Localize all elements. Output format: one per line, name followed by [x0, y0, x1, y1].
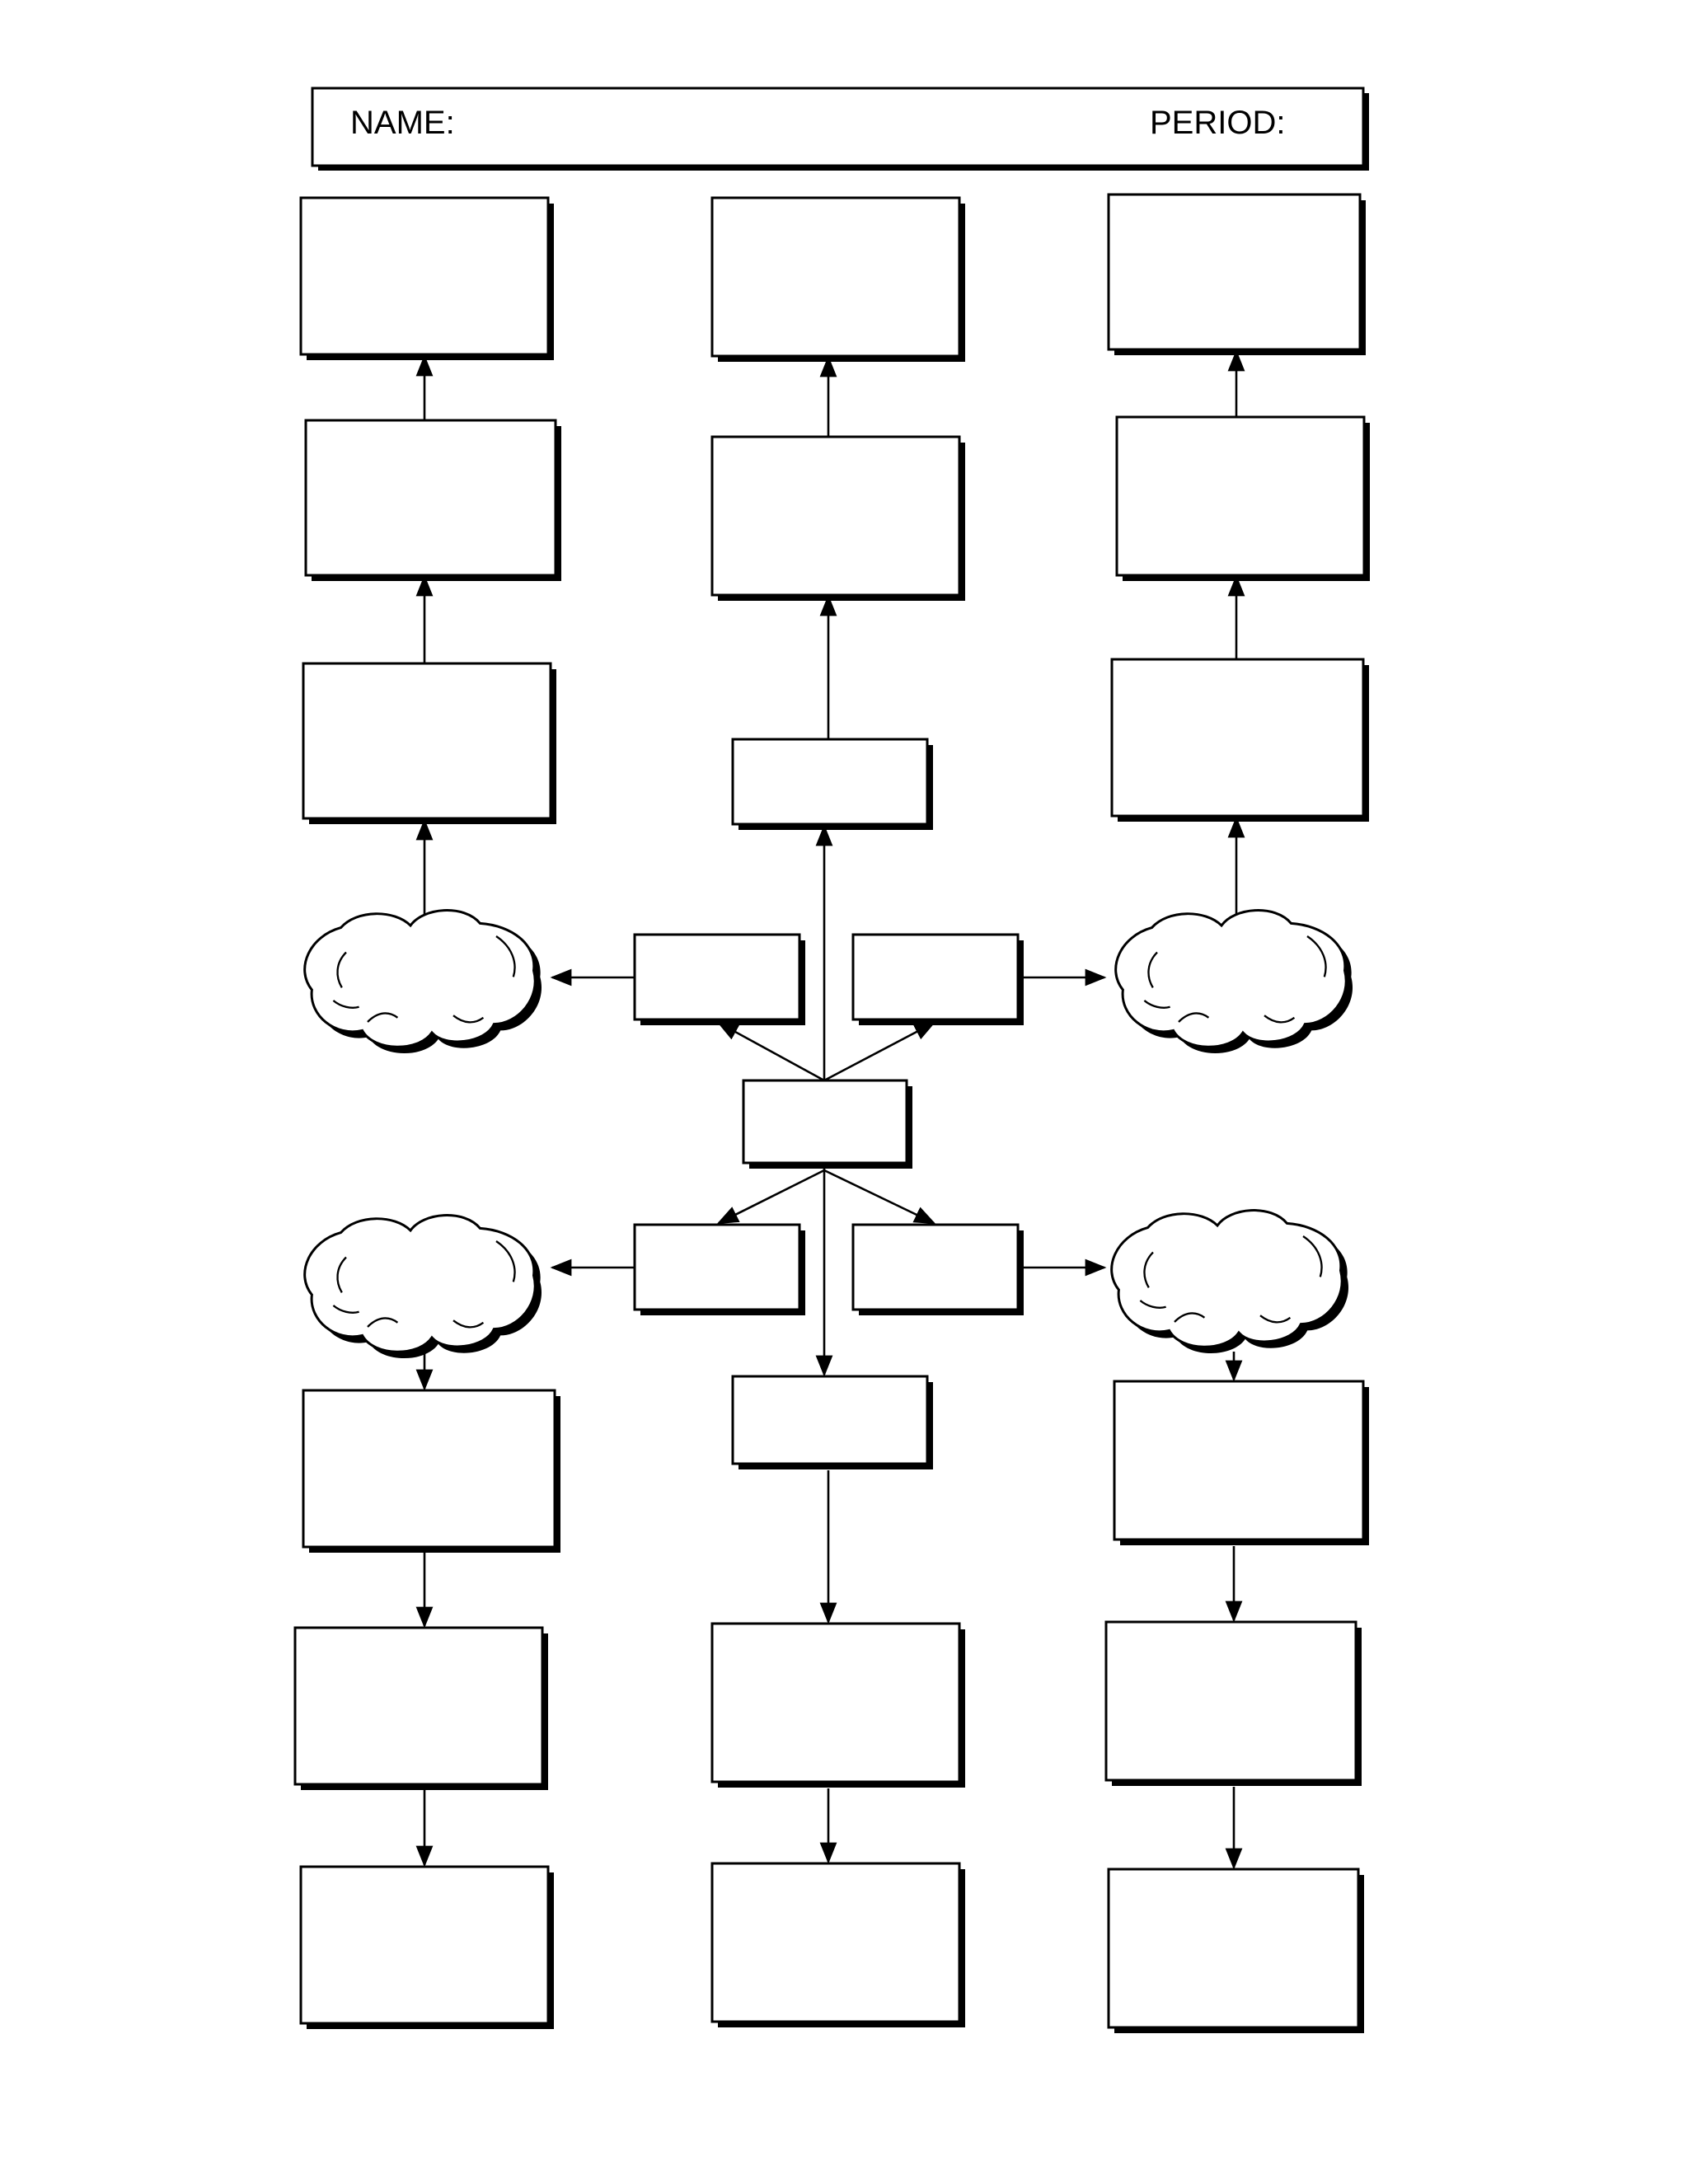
cloud-lower-left[interactable] — [303, 1214, 542, 1359]
arrow-hub-to-ml-upper — [716, 1021, 825, 1082]
arrow-hub-to-mr-lower — [823, 1169, 936, 1225]
box-top-right-2[interactable] — [1115, 415, 1370, 581]
box-bottom-right-2[interactable] — [1104, 1620, 1362, 1786]
box-bottom-center-2[interactable] — [710, 1622, 965, 1788]
box-bottom-left-2[interactable] — [293, 1626, 548, 1790]
box-top-right-1[interactable] — [1107, 193, 1366, 355]
box-mid-left-upper[interactable] — [633, 933, 805, 1025]
box-bottom-right-1[interactable] — [1113, 1380, 1369, 1545]
arrow-hub-to-mr-upper — [823, 1021, 936, 1082]
name-label: NAME: — [350, 105, 455, 141]
box-center-lower[interactable] — [731, 1375, 933, 1469]
box-mid-right-upper[interactable] — [851, 933, 1024, 1025]
boxes — [293, 193, 1370, 2033]
box-bottom-left-1[interactable] — [302, 1389, 560, 1553]
box-bottom-left-3[interactable] — [299, 1865, 554, 2029]
box-top-center-1[interactable] — [710, 196, 965, 362]
box-top-right-3[interactable] — [1110, 658, 1369, 822]
box-mid-right-lower[interactable] — [851, 1223, 1024, 1315]
cloud-upper-left[interactable] — [303, 909, 542, 1054]
clouds — [303, 909, 1353, 1359]
arrow-hub-to-ml-lower — [716, 1169, 825, 1225]
box-center-upper[interactable] — [731, 738, 933, 830]
box-bottom-right-3[interactable] — [1107, 1868, 1364, 2033]
box-mid-left-lower[interactable] — [633, 1223, 805, 1315]
period-label: PERIOD: — [1150, 105, 1285, 141]
box-center-hub[interactable] — [742, 1079, 912, 1169]
cloud-lower-right[interactable] — [1110, 1209, 1349, 1354]
header-bar: NAME: PERIOD: — [311, 87, 1369, 171]
box-top-left-1[interactable] — [299, 196, 554, 360]
cloud-upper-right[interactable] — [1114, 909, 1353, 1054]
box-top-left-2[interactable] — [304, 419, 561, 581]
box-top-left-3[interactable] — [302, 662, 556, 824]
connectors — [415, 349, 1245, 1870]
box-top-center-2[interactable] — [710, 435, 965, 601]
box-bottom-center-3[interactable] — [710, 1862, 965, 2027]
